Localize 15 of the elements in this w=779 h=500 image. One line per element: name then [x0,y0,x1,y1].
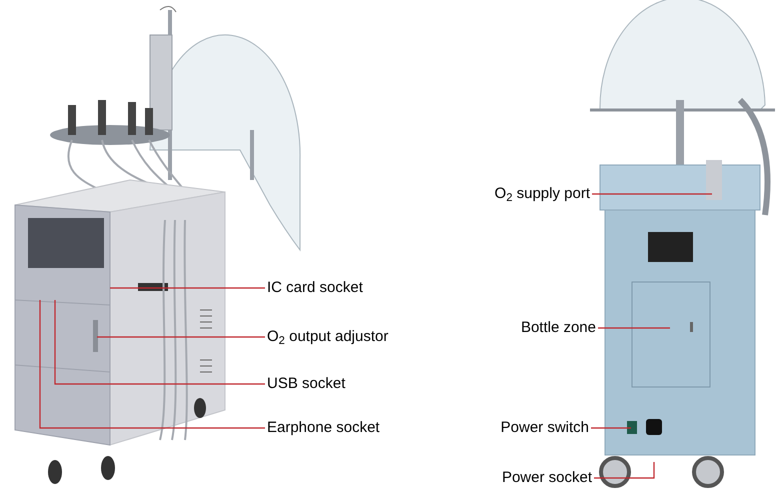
leader-line [591,427,631,429]
callout-label: Bottle zone [520,317,596,339]
leader-line [97,336,265,338]
leader-line [54,300,265,385]
callout-label: Power socket [502,467,592,489]
callout-label: O$_{2}$ supply port [494,183,590,205]
leader-line [110,287,265,289]
leader-line [39,300,265,429]
callout-label: IC card socket [267,277,363,299]
callout-label: Earphone socket [267,417,380,439]
callout-label: Power switch [500,417,589,439]
leader-line [598,327,670,329]
leader-line [592,193,712,195]
callout-label: USB socket [267,373,346,395]
callout-label: O$_{2}$ output adjustor [267,326,388,348]
